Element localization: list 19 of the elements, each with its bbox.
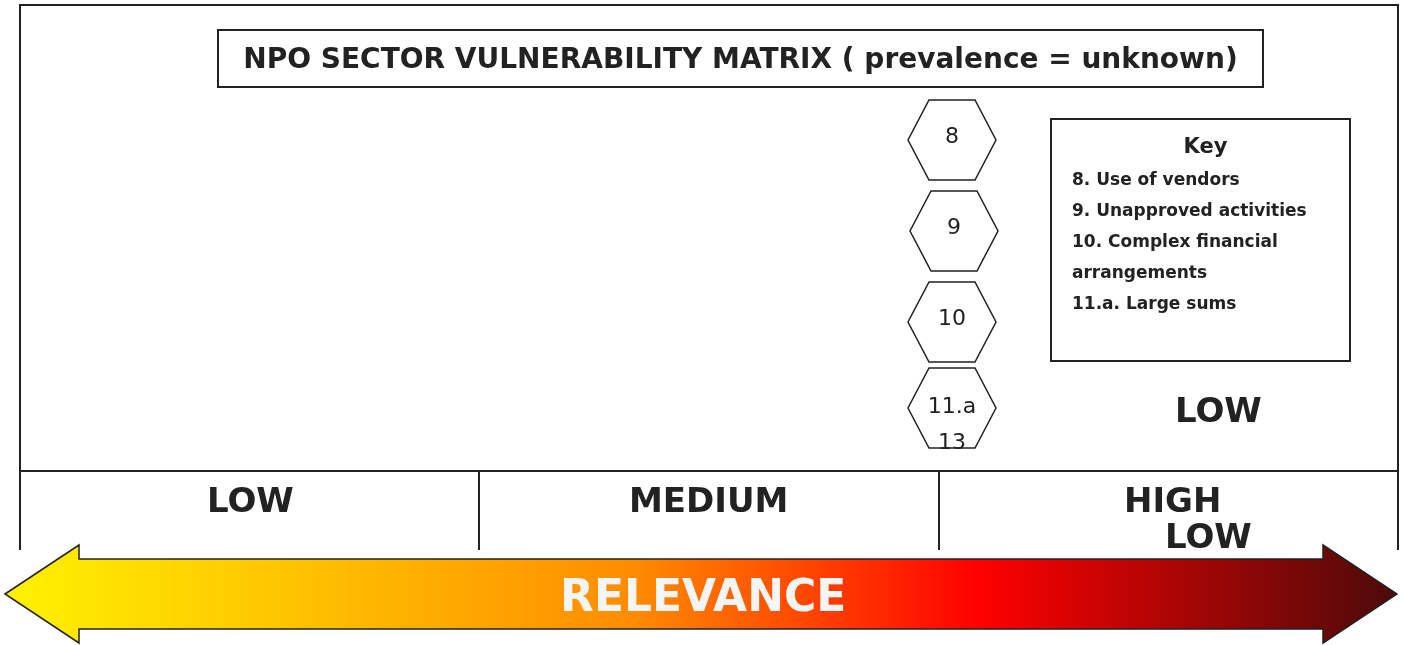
key-entry: 10. Complex financial arrangements bbox=[1072, 230, 1279, 284]
key-box bbox=[1050, 118, 1351, 362]
hexagon-marker bbox=[907, 99, 997, 181]
hexagon-marker bbox=[907, 367, 997, 449]
title-box: NPO SECTOR VULNERABILITY MATRIX ( prevalence = unknown) bbox=[217, 29, 1264, 88]
column-heading: MEDIUM bbox=[629, 480, 789, 520]
key-heading: Key bbox=[1182, 134, 1229, 158]
hexagon-marker bbox=[909, 190, 999, 272]
hexagon-number: 10 bbox=[937, 305, 967, 330]
hexagon-number: 11.a bbox=[926, 393, 978, 418]
column-heading: LOW bbox=[207, 480, 294, 520]
hexagon-marker bbox=[907, 281, 997, 363]
hexagon-number: 8 bbox=[944, 123, 960, 148]
key-entry: 9. Unapproved activities bbox=[1072, 199, 1308, 222]
key-entry: 8. Use of vendors bbox=[1072, 168, 1241, 191]
rating-label: LOW bbox=[1175, 390, 1262, 430]
hexagon-number: 9 bbox=[946, 214, 962, 239]
scale-title: RELEVANCE bbox=[560, 570, 847, 621]
key-entry: 11.a. Large sums bbox=[1072, 292, 1238, 315]
